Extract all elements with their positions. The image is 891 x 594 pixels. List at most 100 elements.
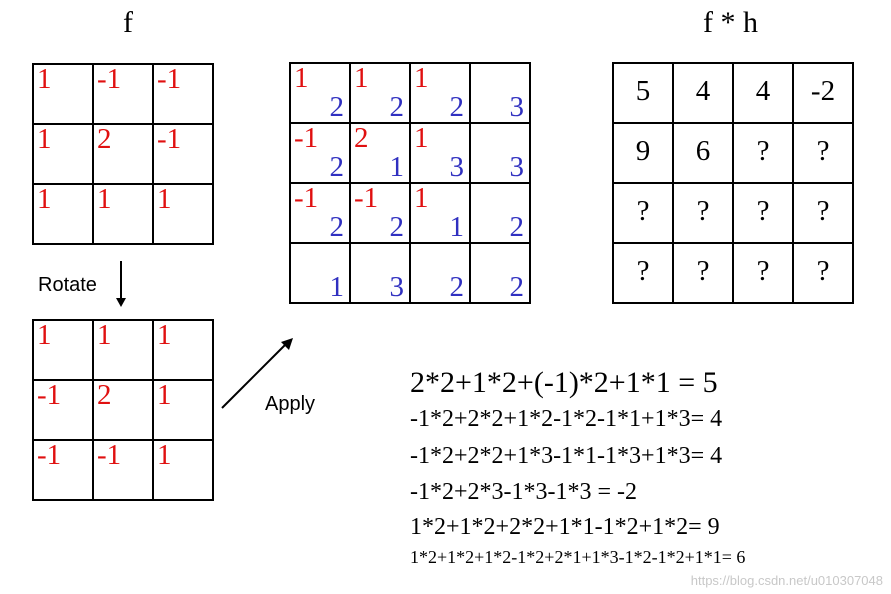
matrix-cell: 6 <box>672 122 734 184</box>
table-row: 1 -1 -1 <box>32 63 214 125</box>
kernel-value: -1 <box>37 439 62 471</box>
table-row: ? ? ? ? <box>612 182 854 244</box>
result-value: ? <box>756 195 770 227</box>
matrix-cell: -1 <box>152 123 214 185</box>
result-value: ? <box>636 255 650 287</box>
matrix-cell: -1 <box>32 439 94 501</box>
matrix-cell: ? <box>612 242 674 304</box>
table-row: 5 4 4 -2 <box>612 62 854 124</box>
equation-line: 1*2+1*2+1*2-1*2+2*1+1*3-1*2-1*2+1*1= 6 <box>410 547 746 567</box>
equation-line: -1*2+2*2+1*2-1*2-1*1+1*3= 4 <box>410 406 723 432</box>
matrix-cell: -1 <box>32 379 94 441</box>
rotate-label: Rotate <box>38 274 97 296</box>
result-value: ? <box>756 255 770 287</box>
matrix-cell: 4 <box>672 62 734 124</box>
apply-label: Apply <box>265 393 316 415</box>
kernel-value: -1 <box>97 439 122 471</box>
image-value: 3 <box>389 271 405 303</box>
kernel-value: 2 <box>97 123 112 155</box>
table-row: 1 3 2 2 <box>289 242 531 304</box>
result-value: -2 <box>810 75 836 107</box>
matrix-cell: 1 <box>152 439 214 501</box>
matrix-cell: 3 <box>469 122 531 184</box>
matrix-cell: 3 <box>349 242 411 304</box>
matrix-cell: -1 <box>92 63 154 125</box>
kernel-value: 1 <box>97 319 112 351</box>
result-value: ? <box>816 255 830 287</box>
result-value: ? <box>696 195 710 227</box>
equation-line: 2*2+1*2+(-1)*2+1*1 = 5 <box>410 366 718 399</box>
image-value: 2 <box>449 91 465 123</box>
result-value: ? <box>696 255 710 287</box>
matrix-cell: 2 <box>92 123 154 185</box>
result-value: 6 <box>695 135 711 167</box>
kernel-value: 1 <box>414 62 429 94</box>
title-f: f <box>123 6 133 39</box>
matrix-cell: -2 <box>792 62 854 124</box>
image-value: 2 <box>389 211 405 243</box>
matrix-cell: 2 <box>469 242 531 304</box>
image-value: 2 <box>509 271 525 303</box>
result-value: ? <box>636 195 650 227</box>
image-value: 2 <box>389 91 405 123</box>
kernel-value: -1 <box>97 63 122 95</box>
result-value: ? <box>816 195 830 227</box>
table-row: 9 6 ? ? <box>612 122 854 184</box>
table-row: -1 2 1 <box>32 379 214 441</box>
watermark: https://blog.csdn.net/u010307048 <box>690 573 883 588</box>
kernel-value: 1 <box>157 183 172 215</box>
kernel-value: 1 <box>37 63 52 95</box>
matrix-cell: 1 <box>32 63 94 125</box>
kernel-value: -1 <box>354 182 379 214</box>
matrix-cell: 3 <box>469 62 531 124</box>
matrix-cell: ? <box>792 122 854 184</box>
image-value: 2 <box>449 271 465 303</box>
equation-line: 1*2+1*2+2*2+1*1-1*2+1*2= 9 <box>410 514 720 540</box>
equation-line: -1*2+2*2+1*3-1*1-1*3+1*3= 4 <box>410 443 723 469</box>
kernel-value: 1 <box>37 183 52 215</box>
image-value: 1 <box>329 271 345 303</box>
equation-line: -1*2+2*3-1*3-1*3 = -2 <box>410 479 638 505</box>
matrix-cell: 1 <box>32 319 94 381</box>
result-value: 4 <box>695 75 711 107</box>
kernel-value: 1 <box>157 379 172 411</box>
result-value: 9 <box>635 135 651 167</box>
matrix-cell: 2 <box>469 182 531 244</box>
matrix-cell: 9 <box>612 122 674 184</box>
matrix-cell: ? <box>732 122 794 184</box>
matrix-cell: -1 <box>152 63 214 125</box>
table-row: 1 1 1 <box>32 183 214 245</box>
kernel-value: -1 <box>157 63 182 95</box>
matrix-cell: -1 <box>92 439 154 501</box>
result-value: 4 <box>755 75 771 107</box>
matrix-cell: 1 <box>152 319 214 381</box>
table-row: ? ? ? ? <box>612 242 854 304</box>
kernel-value: -1 <box>294 182 319 214</box>
result-grid: 5 4 4 -2 9 6 ? ? ? ? ? ? ? ? ? ? <box>612 62 854 304</box>
kernel-value: 1 <box>157 439 172 471</box>
kernel-value: 2 <box>97 379 112 411</box>
image-value: 3 <box>509 151 525 183</box>
table-row: 1 1 1 <box>32 319 214 381</box>
matrix-cell: 5 <box>612 62 674 124</box>
table-row: 1 2 -1 <box>32 123 214 185</box>
matrix-cell: 1 <box>92 183 154 245</box>
image-value: 2 <box>509 211 525 243</box>
image-value: 2 <box>329 91 345 123</box>
matrix-cell: 1 <box>32 183 94 245</box>
matrix-cell: -1 2 <box>349 182 411 244</box>
table-row: -1 -1 1 <box>32 439 214 501</box>
result-value: ? <box>816 135 830 167</box>
image-value: 3 <box>509 91 525 123</box>
kernel-value: 1 <box>294 62 309 94</box>
matrix-cell: ? <box>672 242 734 304</box>
